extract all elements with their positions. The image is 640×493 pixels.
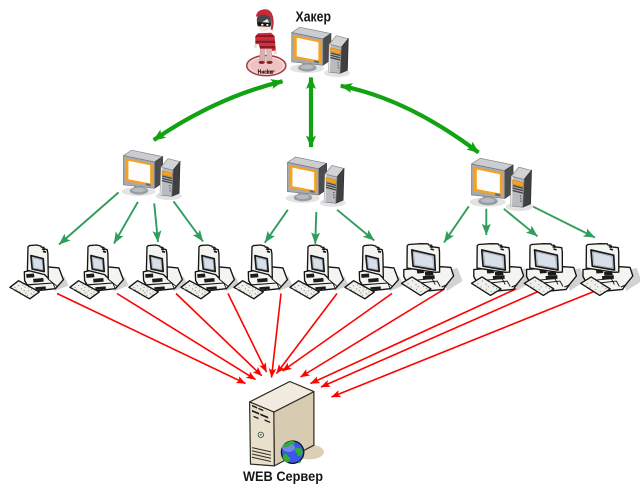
svg-text:WEB Сервер: WEB Сервер (243, 469, 323, 484)
svg-text:Хакер: Хакер (296, 9, 332, 26)
